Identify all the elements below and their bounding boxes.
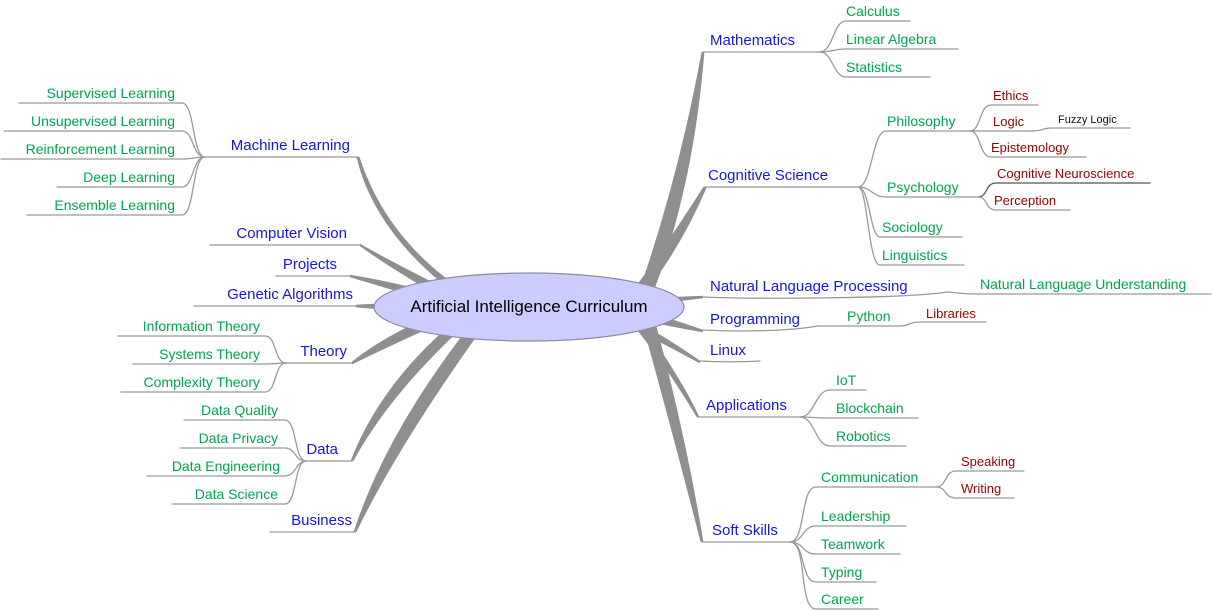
connector-philosophy — [857, 130, 971, 188]
node-linux[interactable]: Linux — [710, 342, 746, 359]
node-typing[interactable]: Typing — [821, 564, 863, 580]
node-statistics[interactable]: Statistics — [846, 59, 903, 75]
branch-cognitive-science — [629, 186, 707, 299]
node-linguistics[interactable]: Linguistics — [882, 247, 948, 263]
node-supervised-learning[interactable]: Supervised Learning — [46, 85, 175, 101]
connector-supervised-learning — [18, 102, 206, 158]
node-systems-theory[interactable]: Systems Theory — [159, 346, 260, 362]
node-communication[interactable]: Communication — [821, 469, 919, 485]
node-reinforcement-learning[interactable]: Reinforcement Learning — [25, 141, 175, 157]
node-mathematics[interactable]: Mathematics — [710, 32, 796, 49]
node-unsupervised-learning[interactable]: Unsupervised Learning — [31, 113, 175, 129]
node-theory[interactable]: Theory — [300, 343, 347, 360]
node-speaking[interactable]: Speaking — [961, 454, 1016, 469]
node-soft-skills[interactable]: Soft Skills — [712, 522, 778, 539]
underline-linux — [699, 360, 761, 363]
node-information-theory[interactable]: Information Theory — [142, 318, 260, 334]
node-career[interactable]: Career — [821, 591, 864, 607]
connector-epistemology — [969, 130, 1087, 158]
connector-robotics — [799, 416, 907, 447]
connector-complexity-theory — [120, 362, 287, 393]
node-data-engineering[interactable]: Data Engineering — [171, 458, 280, 474]
branch-soft-skills — [641, 319, 704, 542]
node-applications[interactable]: Applications — [706, 397, 787, 414]
connector-data-privacy — [179, 447, 307, 462]
connector-psychology — [857, 186, 979, 198]
node-writing[interactable]: Writing — [961, 481, 1002, 496]
connector-speaking — [935, 470, 1025, 488]
node-psychology[interactable]: Psychology — [887, 179, 959, 195]
node-teamwork[interactable]: Teamwork — [821, 536, 885, 552]
connector-statistics — [819, 51, 931, 78]
connector-ensemble-learning — [26, 156, 206, 216]
node-epistemology[interactable]: Epistemology — [991, 140, 1070, 155]
node-calculus[interactable]: Calculus — [846, 3, 900, 19]
connector-cognitive-neuroscience — [977, 182, 1151, 198]
node-iot[interactable]: IoT — [836, 372, 857, 388]
node-sociology[interactable]: Sociology — [882, 219, 943, 235]
node-projects[interactable]: Projects — [282, 256, 337, 273]
underline-natural-language-processing — [702, 291, 949, 299]
branch-data — [350, 316, 475, 461]
node-ethics[interactable]: Ethics — [993, 88, 1029, 103]
node-robotics[interactable]: Robotics — [836, 428, 891, 444]
connector-data-quality — [183, 419, 307, 462]
node-linear-algebra[interactable]: Linear Algebra — [846, 31, 937, 47]
node-data-privacy[interactable]: Data Privacy — [198, 430, 278, 446]
node-libraries[interactable]: Libraries — [926, 306, 976, 321]
node-business[interactable]: Business — [291, 512, 352, 529]
node-natural-language-processing[interactable]: Natural Language Processing — [710, 278, 908, 295]
node-fuzzy-logic[interactable]: Fuzzy Logic — [1058, 114, 1117, 126]
connector-systems-theory — [132, 362, 287, 365]
node-cognitive-neuroscience[interactable]: Cognitive Neuroscience — [997, 166, 1135, 181]
connector-fuzzy-logic — [1033, 127, 1131, 132]
connector-leadership — [789, 525, 907, 543]
node-perception[interactable]: Perception — [994, 193, 1057, 208]
connector-perception — [977, 196, 1071, 211]
connector-linguistics — [857, 186, 965, 266]
node-programming[interactable]: Programming — [710, 311, 801, 328]
connector-sociology — [857, 186, 963, 238]
connector-natural-language-understanding — [947, 291, 1212, 295]
node-philosophy[interactable]: Philosophy — [887, 113, 956, 129]
node-data[interactable]: Data — [306, 441, 338, 458]
connector-blockchain — [799, 416, 919, 419]
connector-libraries — [899, 321, 987, 327]
node-logic[interactable]: Logic — [993, 114, 1025, 129]
node-data-science[interactable]: Data Science — [194, 486, 278, 502]
node-cognitive-science[interactable]: Cognitive Science — [708, 167, 829, 184]
branch-mathematics — [638, 52, 705, 296]
node-deep-learning[interactable]: Deep Learning — [83, 169, 175, 185]
root-node-ellipse[interactable] — [373, 272, 685, 342]
node-data-quality[interactable]: Data Quality — [200, 402, 278, 418]
connector-linear-algebra — [819, 48, 959, 53]
node-artificial-intelligence-curriculum[interactable]: Artificial Intelligence Curriculum — [410, 297, 648, 316]
connector-data-science — [171, 460, 307, 505]
connector-communication — [789, 486, 937, 543]
node-natural-language-understanding[interactable]: Natural Language Understanding — [980, 276, 1187, 292]
connector-calculus — [819, 20, 911, 53]
node-computer-vision[interactable]: Computer Vision — [236, 225, 347, 242]
node-leadership[interactable]: Leadership — [821, 508, 891, 524]
node-ensemble-learning[interactable]: Ensemble Learning — [54, 197, 175, 213]
connector-iot — [799, 389, 867, 418]
node-blockchain[interactable]: Blockchain — [836, 400, 904, 416]
connector-unsupervised-learning — [3, 130, 206, 158]
connector-ethics — [969, 104, 1039, 132]
node-machine-learning[interactable]: Machine Learning — [230, 137, 350, 154]
connector-writing — [935, 486, 1015, 499]
connector-information-theory — [117, 335, 287, 364]
node-python[interactable]: Python — [847, 308, 891, 324]
node-complexity-theory[interactable]: Complexity Theory — [143, 374, 260, 390]
connector-career — [789, 541, 879, 610]
underline-programming — [702, 325, 819, 332]
branch-applications — [626, 316, 700, 417]
node-genetic-algorithms[interactable]: Genetic Algorithms — [227, 286, 353, 303]
